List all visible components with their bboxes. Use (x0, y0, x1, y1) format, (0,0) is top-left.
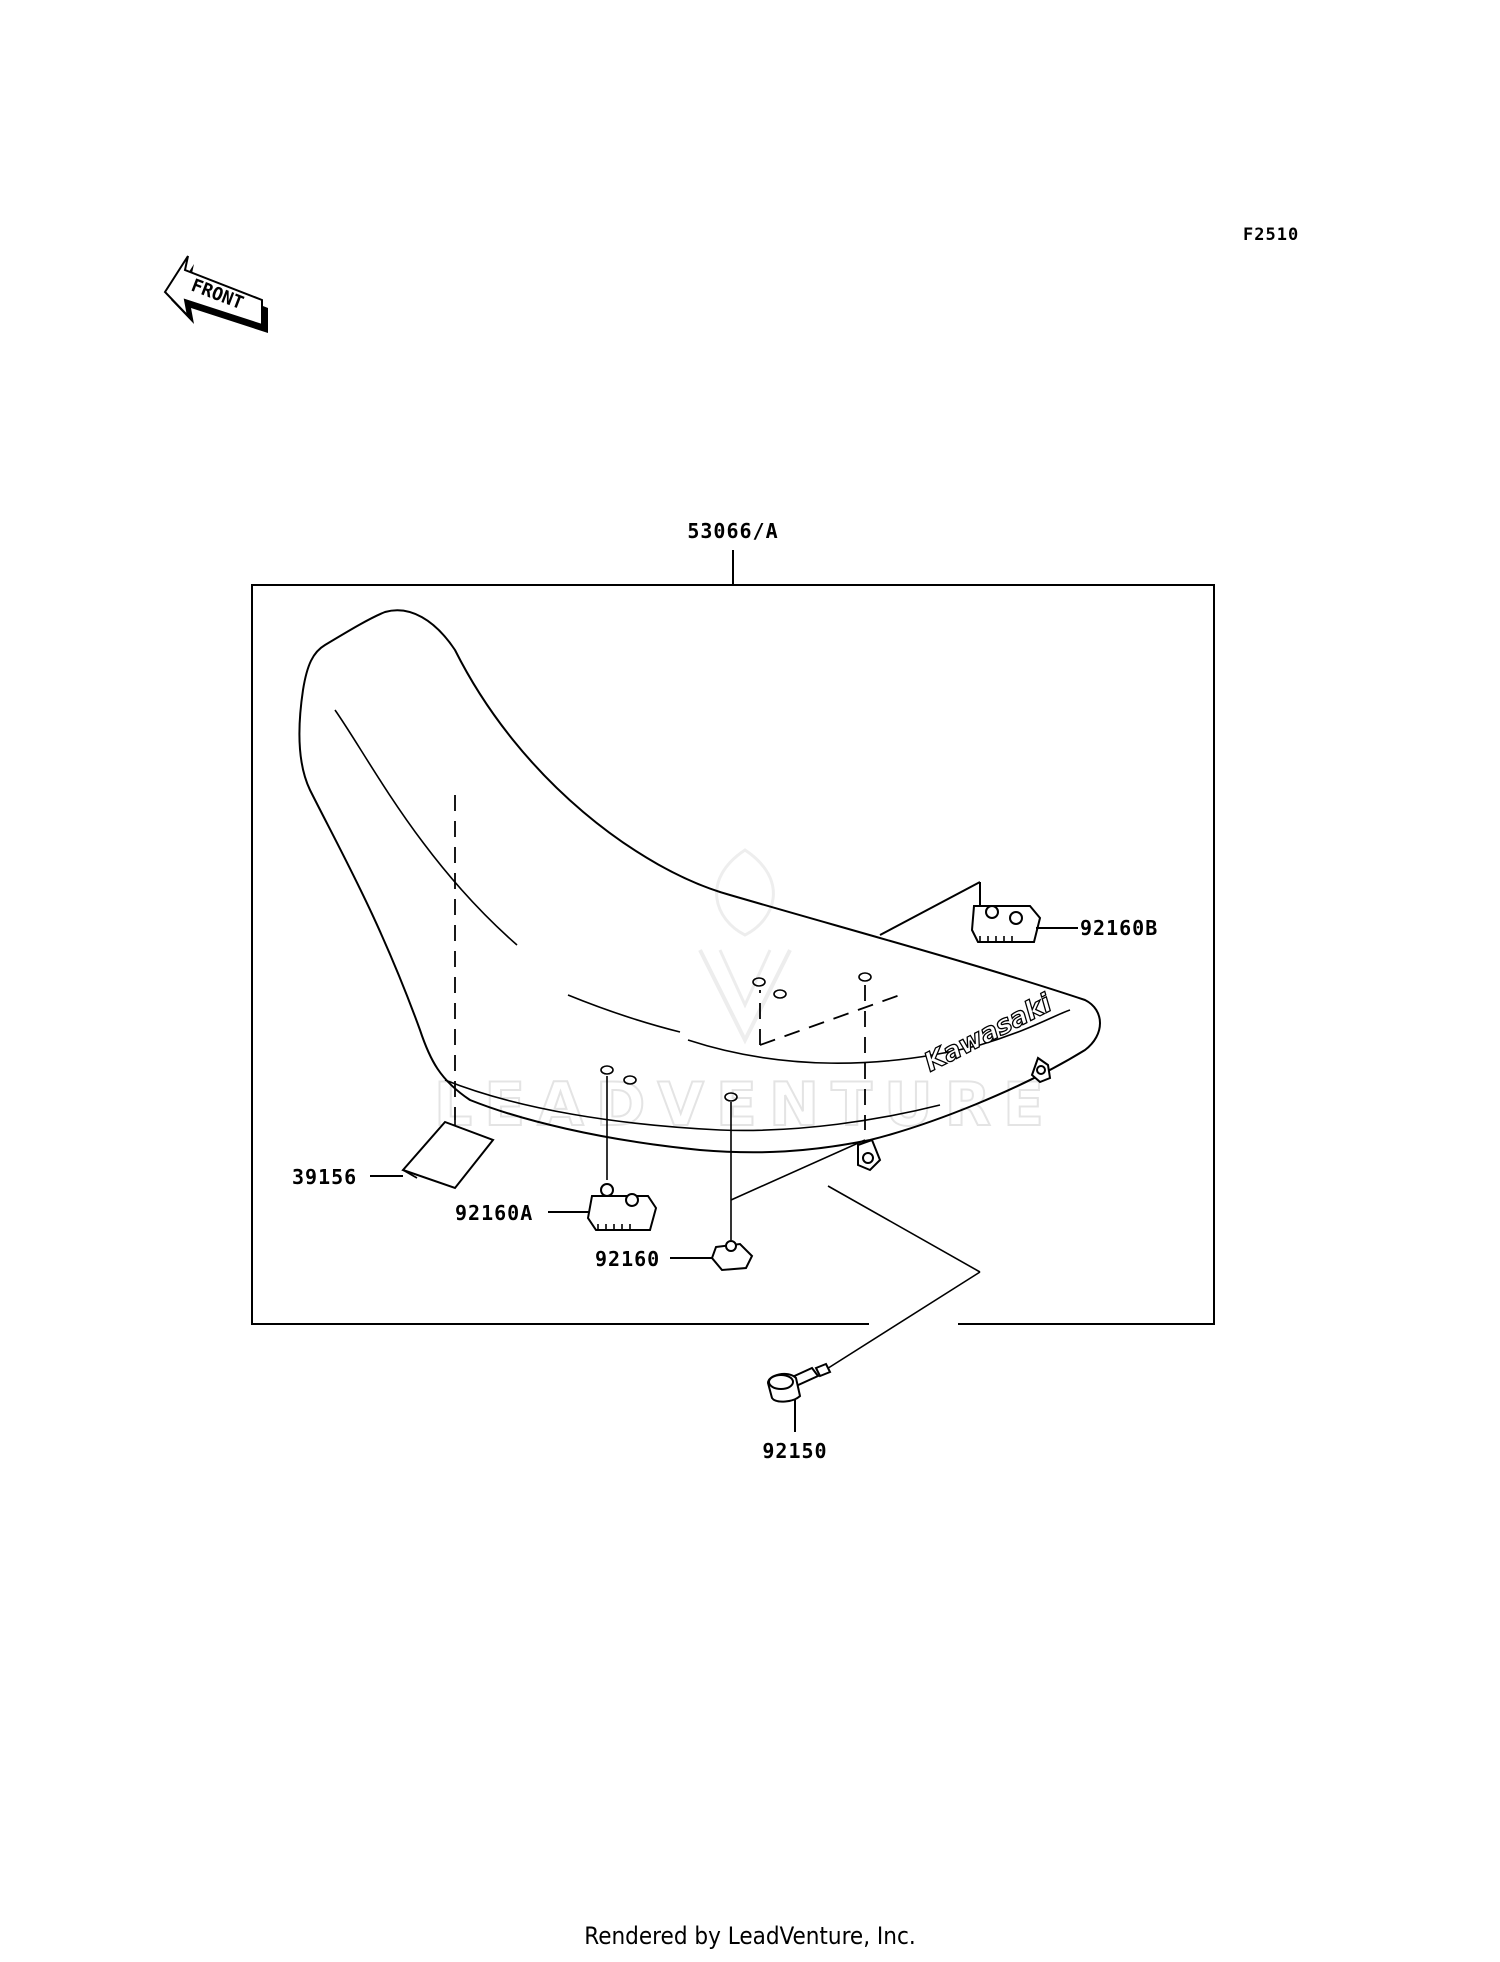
callout-assembly-label: 53066/A (687, 519, 778, 543)
bolt-part (766, 1185, 981, 1432)
figure-code: F2510 (1243, 225, 1299, 245)
seat-mount-tab-rear (1030, 1056, 1052, 1084)
watermark: LEADVENTURE (433, 848, 1056, 1141)
damper-part (670, 1102, 866, 1272)
front-arrow-icon: FRONT (163, 255, 268, 333)
callout-damper-label: 92160 (595, 1247, 660, 1271)
callout-bolt-label: 92150 (762, 1439, 827, 1463)
seat-mount-holes (600, 972, 872, 1102)
assembly-frame (251, 550, 1215, 1325)
damper-b-ribs (979, 936, 1013, 942)
callout-strap-label: 39156 (292, 1165, 357, 1189)
callout-damper-a-label: 92160A (455, 1201, 533, 1225)
strap-part (370, 795, 495, 1190)
callout-damper-b-label: 92160B (1080, 916, 1158, 940)
damper-a-part (548, 1076, 658, 1231)
seat-mount-tab-front (857, 1138, 882, 1172)
watermark-text: LEADVENTURE (434, 1070, 1056, 1140)
damper-a-ribs (597, 1224, 631, 1230)
footer-credit: Rendered by LeadVenture, Inc. (584, 1922, 915, 1950)
watermark-logo-icon (698, 848, 792, 1045)
damper-b-part (879, 881, 1078, 943)
